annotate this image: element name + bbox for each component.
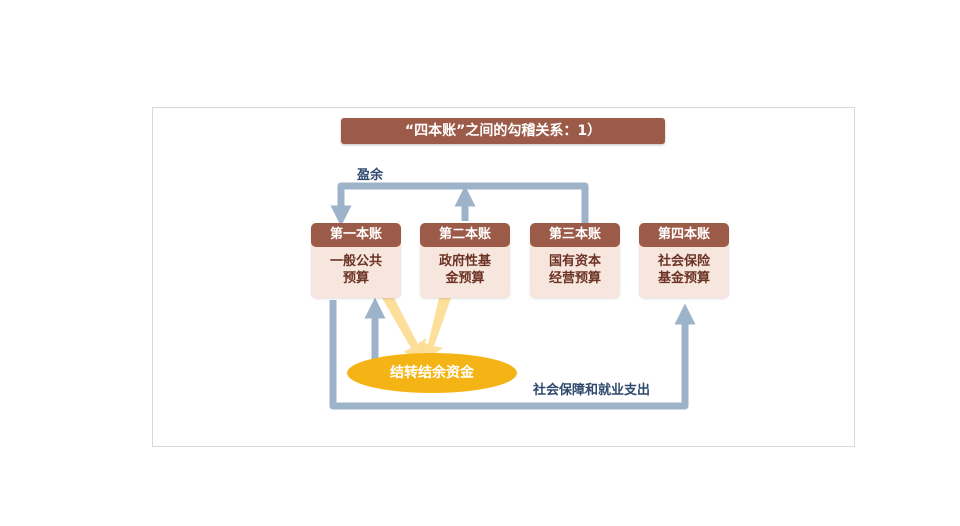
book-line-1a: 一般公共 [329, 254, 382, 269]
diagram-title: “四本账”之间的勾稽关系：1） [341, 118, 665, 144]
book-line-4a: 社会保险 [657, 254, 710, 269]
surplus-label: 盈余 [357, 168, 384, 183]
book-card-2: 第二本账 政府性基 金预算 [420, 223, 510, 298]
book-body-4: 社会保险 基金预算 [639, 253, 729, 287]
book-header-4: 第四本账 [639, 223, 729, 247]
book-card-1: 第一本账 一般公共 预算 [311, 223, 401, 298]
book-body-3: 国有资本 经营预算 [530, 253, 620, 287]
book-line-2a: 政府性基 [438, 254, 491, 269]
book-header-1: 第一本账 [311, 223, 401, 247]
book-line-3b: 经营预算 [548, 271, 601, 286]
book-body-2: 政府性基 金预算 [420, 253, 510, 287]
book-card-3: 第三本账 国有资本 经营预算 [530, 223, 620, 298]
book-header-3: 第三本账 [530, 223, 620, 247]
book-line-3a: 国有资本 [548, 254, 601, 269]
book-header-2: 第二本账 [420, 223, 510, 247]
social-security-label: 社会保障和就业支出 [533, 383, 651, 398]
book-line-4b: 基金预算 [657, 271, 710, 286]
fund-transfer-arrow-2 [419, 298, 451, 360]
book-body-1: 一般公共 预算 [311, 253, 401, 287]
arrow-layer [329, 182, 696, 410]
book-line-2b: 金预算 [445, 271, 485, 286]
diagram-slide: “四本账”之间的勾稽关系：1） 盈余 第一本账 一般公共 预算 第二本账 政府性… [152, 107, 855, 447]
carryover-fund-ellipse: 结转结余资金 [347, 353, 517, 393]
social-security-arrow [329, 300, 696, 410]
book-card-4: 第四本账 社会保险 基金预算 [639, 223, 729, 298]
book-line-1b: 预算 [342, 271, 369, 286]
fund-transfer-arrow-1 [382, 298, 426, 358]
